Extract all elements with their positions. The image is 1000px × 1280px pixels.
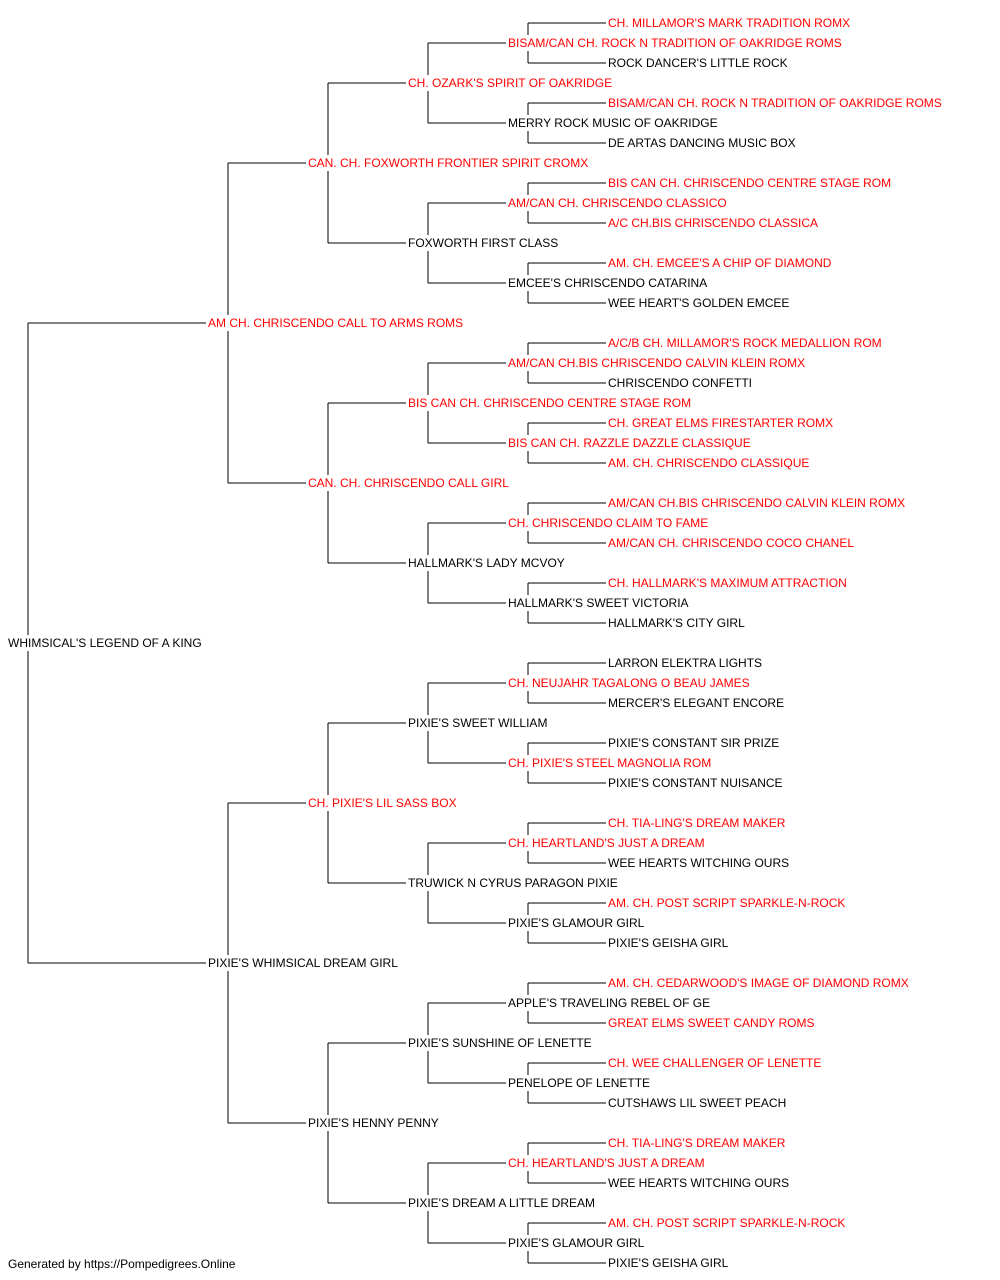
dog: WHIMSICAL'S LEGEND OF A KING <box>8 636 202 650</box>
dog-sire-dam: CAN. CH. CHRISCENDO CALL GIRL <box>308 476 509 490</box>
dog-sire-sire-dam-dam: EMCEE'S CHRISCENDO CATARINA <box>508 276 707 290</box>
dog-dam-sire-sire-sire-dam: MERCER'S ELEGANT ENCORE <box>608 696 784 710</box>
dog-dam-dam: PIXIE'S HENNY PENNY <box>308 1116 439 1130</box>
dog-dam-dam-sire-sire-dam: GREAT ELMS SWEET CANDY ROMS <box>608 1016 814 1030</box>
dog-dam-dam-sire-dam: PENELOPE OF LENETTE <box>508 1076 650 1090</box>
dog-dam-sire-sire-dam: CH. PIXIE'S STEEL MAGNOLIA ROM <box>508 756 711 770</box>
dog-sire-dam-sire: BIS CAN CH. CHRISCENDO CENTRE STAGE ROM <box>408 396 691 410</box>
dog-dam-dam-sire-sire-sire: AM. CH. CEDARWOOD'S IMAGE OF DIAMOND ROM… <box>608 976 909 990</box>
dog-dam-dam-dam-dam: PIXIE'S GLAMOUR GIRL <box>508 1236 645 1250</box>
dog-dam-dam-dam-dam-dam: PIXIE'S GEISHA GIRL <box>608 1256 729 1270</box>
dog-dam-sire-dam-sire: CH. HEARTLAND'S JUST A DREAM <box>508 836 705 850</box>
dog-dam-dam-sire-dam-dam: CUTSHAWS LIL SWEET PEACH <box>608 1096 786 1110</box>
dog-sire-sire-sire-dam-dam: DE ARTAS DANCING MUSIC BOX <box>608 136 796 150</box>
dog-sire-sire-dam-sire-sire: BIS CAN CH. CHRISCENDO CENTRE STAGE ROM <box>608 176 891 190</box>
dog-sire-sire-dam-sire-dam: A/C CH.BIS CHRISCENDO CLASSICA <box>608 216 818 230</box>
dog-dam-dam-dam-sire-sire: CH. TIA-LING'S DREAM MAKER <box>608 1136 786 1150</box>
dog-sire-dam-dam-dam-sire: CH. HALLMARK'S MAXIMUM ATTRACTION <box>608 576 847 590</box>
generated-by-footer: Generated by https://Pompedigrees.Online <box>8 1257 236 1271</box>
dog-sire: AM CH. CHRISCENDO CALL TO ARMS ROMS <box>208 316 463 330</box>
dog-dam-dam-dam-sire-dam: WEE HEARTS WITCHING OURS <box>608 1176 789 1190</box>
dog-sire-dam-dam-dam: HALLMARK'S SWEET VICTORIA <box>508 596 689 610</box>
dog-sire-dam-dam-dam-dam: HALLMARK'S CITY GIRL <box>608 616 745 630</box>
dog-dam-sire-sire: PIXIE'S SWEET WILLIAM <box>408 716 547 730</box>
dog-dam-sire-dam-sire-dam: WEE HEARTS WITCHING OURS <box>608 856 789 870</box>
dog-sire-dam-dam-sire: CH. CHRISCENDO CLAIM TO FAME <box>508 516 708 530</box>
dog-sire-dam-sire-sire-dam: CHRISCENDO CONFETTI <box>608 376 752 390</box>
dog-sire-dam-sire-dam: BIS CAN CH. RAZZLE DAZZLE CLASSIQUE <box>508 436 751 450</box>
dog-sire-dam-sire-sire-sire: A/C/B CH. MILLAMOR'S ROCK MEDALLION ROM <box>608 336 882 350</box>
dog-sire-sire-sire-dam: MERRY ROCK MUSIC OF OAKRIDGE <box>508 116 718 130</box>
dog-sire-dam-sire-sire: AM/CAN CH.BIS CHRISCENDO CALVIN KLEIN RO… <box>508 356 805 370</box>
dog-dam-dam-sire-dam-sire: CH. WEE CHALLENGER OF LENETTE <box>608 1056 821 1070</box>
dog-sire-sire-sire: CH. OZARK'S SPIRIT OF OAKRIDGE <box>408 76 612 90</box>
dog-dam-dam-sire: PIXIE'S SUNSHINE OF LENETTE <box>408 1036 592 1050</box>
dog-sire-dam-sire-dam-sire: CH. GREAT ELMS FIRESTARTER ROMX <box>608 416 833 430</box>
dog-dam-sire-dam-dam-sire: AM. CH. POST SCRIPT SPARKLE-N-ROCK <box>608 896 845 910</box>
dog-sire-sire-dam-sire: AM/CAN CH. CHRISCENDO CLASSICO <box>508 196 727 210</box>
dog-sire-dam-dam-sire-sire: AM/CAN CH.BIS CHRISCENDO CALVIN KLEIN RO… <box>608 496 905 510</box>
dog-dam-sire-dam-dam-dam: PIXIE'S GEISHA GIRL <box>608 936 729 950</box>
dog-sire-sire-dam-dam-dam: WEE HEART'S GOLDEN EMCEE <box>608 296 789 310</box>
dog-sire-sire-sire-sire-sire: CH. MILLAMOR'S MARK TRADITION ROMX <box>608 16 850 30</box>
dog-sire-dam-dam: HALLMARK'S LADY MCVOY <box>408 556 565 570</box>
dog-dam-sire-dam-dam: PIXIE'S GLAMOUR GIRL <box>508 916 645 930</box>
dog-dam-sire-dam-sire-sire: CH. TIA-LING'S DREAM MAKER <box>608 816 786 830</box>
dog-sire-sire-dam: FOXWORTH FIRST CLASS <box>408 236 558 250</box>
dog-sire-sire: CAN. CH. FOXWORTH FRONTIER SPIRIT CROMX <box>308 156 588 170</box>
dog-dam-sire-sire-sire-sire: LARRON ELEKTRA LIGHTS <box>608 656 762 670</box>
dog-dam-dam-dam: PIXIE'S DREAM A LITTLE DREAM <box>408 1196 595 1210</box>
dog-sire-dam-dam-sire-dam: AM/CAN CH. CHRISCENDO COCO CHANEL <box>608 536 854 550</box>
dog-sire-sire-dam-dam-sire: AM. CH. EMCEE'S A CHIP OF DIAMOND <box>608 256 832 270</box>
dog-sire-sire-sire-dam-sire: BISAM/CAN CH. ROCK N TRADITION OF OAKRID… <box>608 96 942 110</box>
dog-sire-dam-sire-dam-dam: AM. CH. CHRISCENDO CLASSIQUE <box>608 456 809 470</box>
dog-sire-sire-sire-sire-dam: ROCK DANCER'S LITTLE ROCK <box>608 56 788 70</box>
dog-sire-sire-sire-sire: BISAM/CAN CH. ROCK N TRADITION OF OAKRID… <box>508 36 842 50</box>
dog-dam-dam-sire-sire: APPLE'S TRAVELING REBEL OF GE <box>508 996 710 1010</box>
dog-dam-sire-sire-sire: CH. NEUJAHR TAGALONG O BEAU JAMES <box>508 676 750 690</box>
dog-dam: PIXIE'S WHIMSICAL DREAM GIRL <box>208 956 398 970</box>
dog-dam-sire-sire-dam-sire: PIXIE'S CONSTANT SIR PRIZE <box>608 736 779 750</box>
dog-dam-sire: CH. PIXIE'S LIL SASS BOX <box>308 796 457 810</box>
dog-dam-dam-dam-sire: CH. HEARTLAND'S JUST A DREAM <box>508 1156 705 1170</box>
dog-dam-sire-sire-dam-dam: PIXIE'S CONSTANT NUISANCE <box>608 776 783 790</box>
dog-dam-dam-dam-dam-sire: AM. CH. POST SCRIPT SPARKLE-N-ROCK <box>608 1216 845 1230</box>
dog-dam-sire-dam: TRUWICK N CYRUS PARAGON PIXIE <box>408 876 618 890</box>
